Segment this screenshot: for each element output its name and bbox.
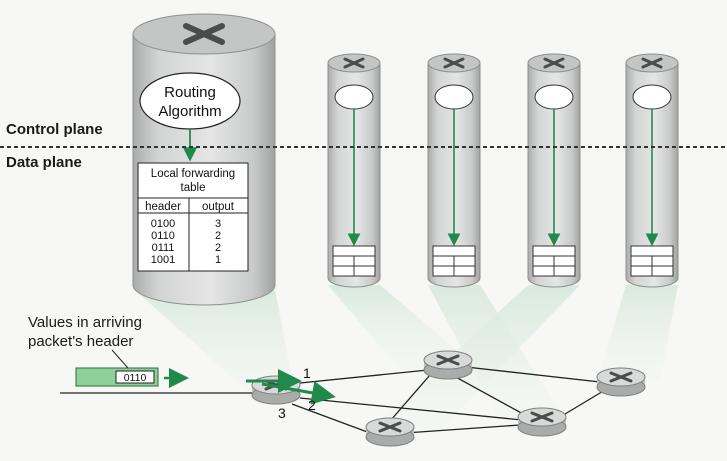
network-router-middle: [517, 407, 567, 437]
local-forwarding-table: Local forwarding table header output 010…: [137, 162, 249, 272]
data-plane-label: Data plane: [6, 154, 82, 171]
port-label-3: 3: [278, 405, 286, 421]
forwarding-table-2: [332, 245, 376, 277]
forwarding-table-3: [432, 245, 476, 277]
router-cylinder-3: [427, 53, 481, 288]
router-x-icon: [436, 354, 460, 366]
router-x-icon: [530, 411, 554, 423]
router-cylinder-5: [625, 53, 679, 288]
packet-caption-line2: packet's header: [28, 333, 134, 350]
network-router-bottom: [365, 417, 415, 447]
forwarding-table-5: [630, 245, 674, 277]
beam-main: [135, 290, 295, 395]
router-x-icon: [183, 23, 225, 45]
packet-header-caption: Values in arriving packet's header: [28, 313, 142, 351]
router-cylinder-2: [327, 53, 381, 288]
routing-component-3: [434, 84, 474, 110]
router-x-icon: [641, 57, 663, 69]
routing-algorithm: Routing Algorithm: [139, 72, 241, 130]
beam-5: [598, 285, 678, 380]
beam-2: [328, 285, 480, 370]
forwarding-arrow-out: [261, 381, 336, 405]
table-row-output: 3: [215, 218, 221, 230]
arriving-packet: 0110: [75, 367, 159, 387]
packet-caption-line1: Values in arriving: [28, 314, 142, 331]
router-x-icon: [378, 421, 402, 433]
table-title-line1: Local forwarding: [151, 168, 235, 180]
routing-algorithm-line1: Routing: [164, 84, 216, 101]
table-col-output: output: [202, 201, 235, 213]
beam-4: [370, 285, 580, 430]
table-row-header: 0110: [151, 230, 175, 242]
table-title-line2: table: [181, 182, 206, 194]
table-row-header: 0111: [152, 242, 175, 254]
control-plane-label: Control plane: [6, 121, 103, 138]
table-col-header: header: [145, 201, 181, 213]
router-x-icon: [343, 57, 365, 69]
routing-component-2: [334, 84, 374, 110]
routing-component-5: [632, 84, 672, 110]
router-x-icon: [609, 371, 633, 383]
network-router-right: [596, 367, 646, 397]
routing-algorithm-line2: Algorithm: [158, 103, 221, 120]
router-cylinder-4: [527, 53, 581, 288]
router-x-icon: [443, 57, 465, 69]
table-row-header: 0100: [151, 218, 175, 230]
port-label-1: 1: [303, 365, 311, 381]
packet-header-value: 0110: [124, 372, 147, 384]
table-row-output: 2: [215, 242, 221, 254]
routing-component-4: [534, 84, 574, 110]
forwarding-table-4: [532, 245, 576, 277]
packet-caption-pointer: [111, 349, 129, 369]
projection-beams: [135, 285, 678, 430]
table-row-output: 2: [215, 230, 221, 242]
router-x-icon: [543, 57, 565, 69]
port-label-2: 2: [308, 397, 316, 413]
network-router-top: [423, 350, 473, 380]
table-row-header: 1001: [151, 254, 175, 266]
table-row-output: 1: [215, 254, 221, 266]
